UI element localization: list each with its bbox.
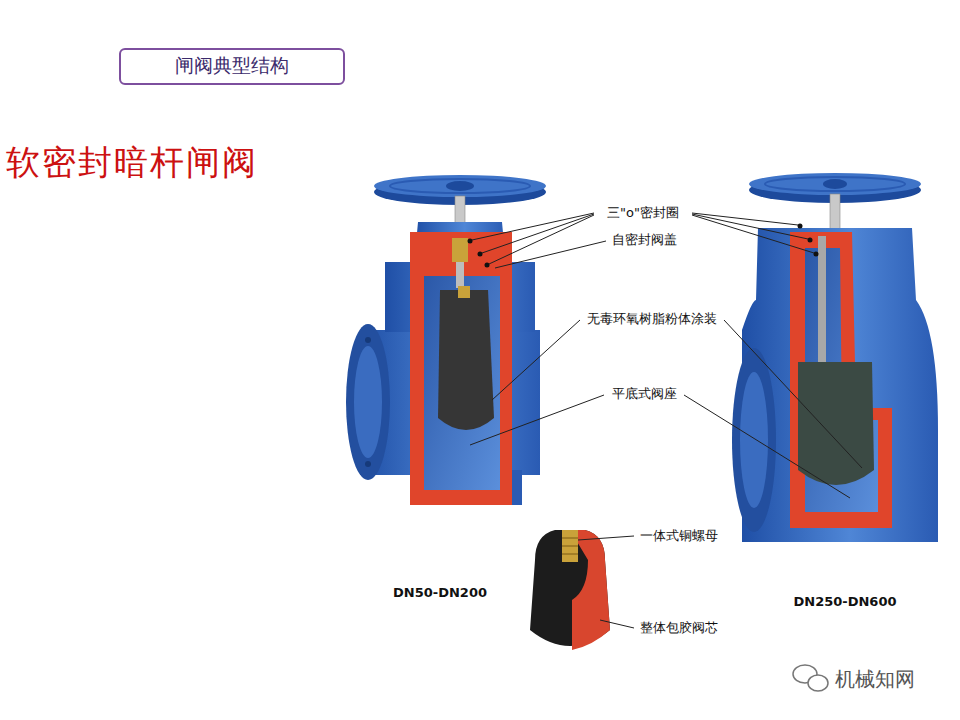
part-label: 一体式铜螺母 xyxy=(640,527,718,545)
wechat-icon xyxy=(793,665,828,691)
slide-title: 软密封暗杆闸阀 xyxy=(6,140,258,186)
part-label: 自密封阀盖 xyxy=(612,231,677,249)
part-label: 平底式阀座 xyxy=(612,385,677,403)
leader-lines xyxy=(470,213,862,628)
large-valve xyxy=(732,173,938,542)
watermark: 机械知网 xyxy=(835,666,915,693)
size-label: DN50-DN200 xyxy=(393,585,487,600)
part-label: 整体包胶阀芯 xyxy=(640,619,718,637)
small-valve xyxy=(346,175,546,505)
heading-text: 闸阀典型结构 xyxy=(175,53,289,79)
heading-box: 闸阀典型结构 xyxy=(119,48,345,85)
part-label: 三"o"密封圈 xyxy=(607,204,679,222)
part-label: 无毒环氧树脂粉体涂装 xyxy=(587,310,717,328)
gate-core xyxy=(530,530,610,650)
size-label: DN250-DN600 xyxy=(793,594,896,609)
